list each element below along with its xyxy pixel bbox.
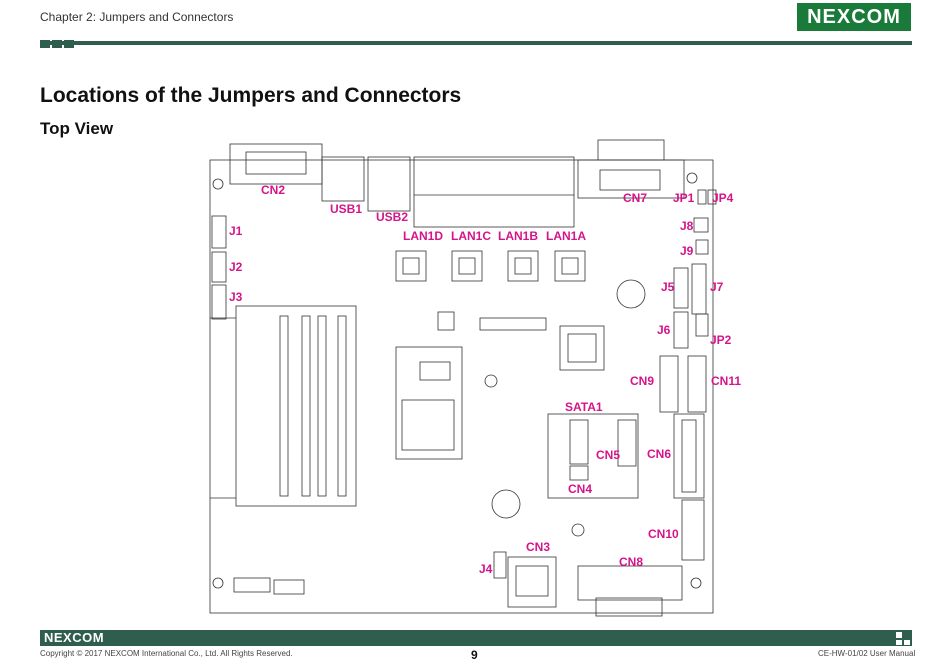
label-j1: J1 [229,224,243,238]
label-usb1: USB1 [330,202,362,216]
j6-connector [673,311,689,349]
label-j8: J8 [680,219,694,233]
j3-connector [211,284,227,320]
jp2-jumper [695,313,709,337]
page-number: 9 [471,648,478,662]
label-jp1: JP1 [673,191,695,205]
j8-connector [693,217,709,233]
nexcom-logo: NEXCOM [797,3,911,31]
usb1-connector [321,156,365,202]
label-j6: J6 [657,323,671,337]
cn4-connector [569,465,589,481]
fan-mount [484,374,498,388]
footer-rule [40,630,912,646]
label-lan1d: LAN1D [403,229,443,243]
page-title: Locations of the Jumpers and Connectors [40,84,462,107]
jp4-jumper [707,189,717,205]
label-j7: J7 [710,280,724,294]
bottom-header-2 [273,579,305,595]
label-cn3: CN3 [526,540,550,554]
footer-square-1 [896,632,902,638]
header-rule [40,41,912,45]
label-j9: J9 [680,244,694,258]
cn9-connector [659,355,679,413]
label-cn2: CN2 [261,183,285,197]
bottom-header-1 [233,577,271,593]
label-jp2: JP2 [710,333,732,347]
lan1d-chip [395,250,427,282]
manual-name: CE-HW-01/02 User Manual [818,649,916,658]
usb2-connector [367,156,411,212]
label-cn11: CN11 [711,374,741,388]
board-outline [209,159,714,614]
label-j2: J2 [229,260,243,274]
copyright-text: Copyright © 2017 NEXCOM International Co… [40,649,293,658]
j7-connector [691,263,707,315]
label-cn5: CN5 [596,448,620,462]
label-cn6: CN6 [647,447,671,461]
label-j4: J4 [479,562,493,576]
sodimm-slot [235,305,357,507]
cn11-connector [687,355,707,413]
label-lan1a: LAN1A [546,229,586,243]
label-cn4: CN4 [568,482,592,496]
label-lan1c: LAN1C [451,229,491,243]
label-jp4: JP4 [712,191,734,205]
header-square-1 [40,40,50,48]
cn10-connector [681,499,705,561]
j9-connector [695,239,709,255]
cpu [395,346,463,460]
sata1-connector [547,413,639,499]
label-sata1: SATA1 [565,400,603,414]
label-cn9: CN9 [630,374,654,388]
label-cn8: CN8 [619,555,643,569]
chapter-header: Chapter 2: Jumpers and Connectors [40,10,234,24]
cn2-connector [229,143,323,185]
lan1a-chip [554,250,586,282]
label-cn7: CN7 [623,191,647,205]
footer-logo: NEXCOM [44,630,105,645]
label-usb2: USB2 [376,210,408,224]
footer-square-2 [896,640,902,645]
jp1-jumper [697,189,707,205]
heatsink-bar [479,317,547,331]
cn8-connector [577,565,683,601]
battery [616,279,646,309]
cn3-connector [507,556,557,608]
header-square-2 [52,40,62,48]
footer-square-3 [904,640,910,645]
label-lan1b: LAN1B [498,229,538,243]
label-j3: J3 [229,290,243,304]
heatsink-mount [491,489,521,519]
label-cn10: CN10 [648,527,679,541]
header-square-3 [64,40,74,48]
lan-connector-block [413,156,575,228]
small-ic [437,311,455,331]
lan1b-chip [507,250,539,282]
cn6-connector [673,413,705,499]
page-subtitle: Top View [40,119,114,138]
lan1c-chip [451,250,483,282]
j4-connector [493,551,507,579]
j1-connector [211,215,227,249]
label-j5: J5 [661,280,675,294]
qfp-chip [559,325,605,371]
j5-connector [673,267,689,309]
j2-connector [211,251,227,283]
